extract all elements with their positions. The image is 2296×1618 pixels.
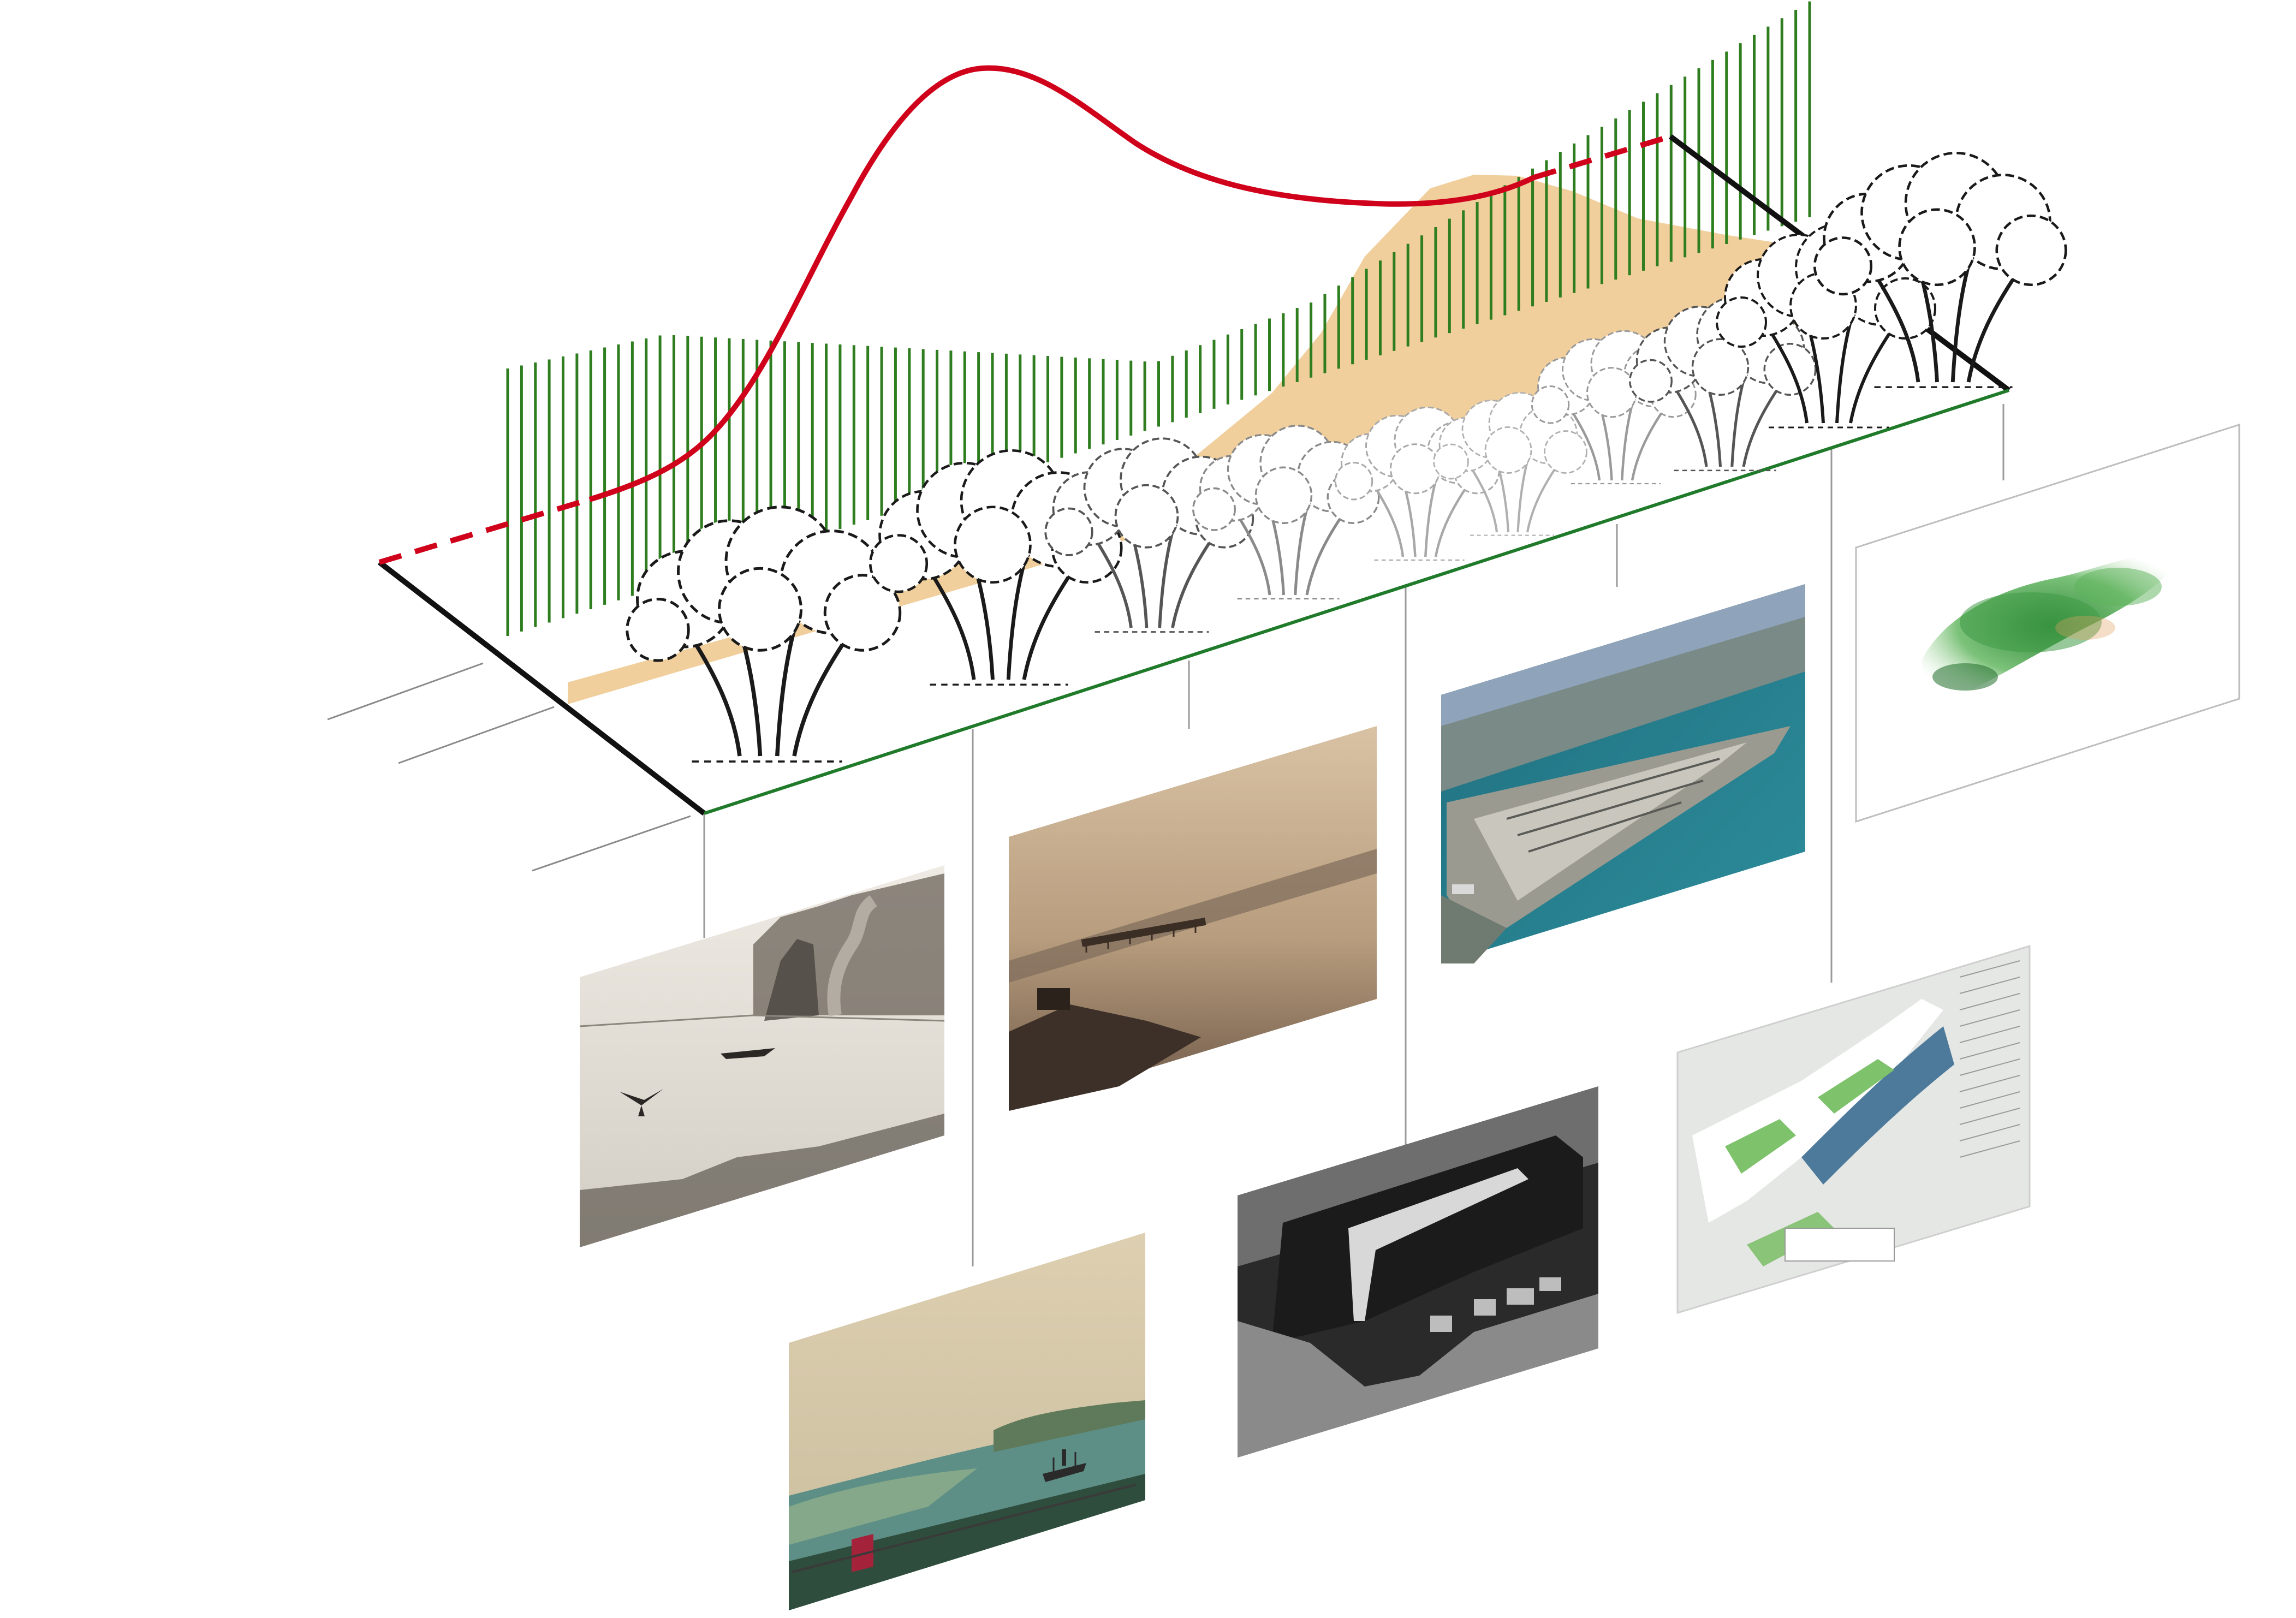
panel-sepia-wharf xyxy=(1009,726,1377,1111)
platform-front-edge xyxy=(377,560,706,816)
leader-lines xyxy=(703,404,2004,1266)
tree-sketch-icon xyxy=(1433,392,1587,536)
panel-masterplan xyxy=(1676,944,2031,1314)
panel-engraving-cliff xyxy=(579,865,945,1247)
tree-sketch-icon xyxy=(626,505,902,763)
red-curve-solid xyxy=(588,65,1536,502)
platform-baseline xyxy=(704,389,2009,815)
panel-aerial-port xyxy=(1441,584,1805,963)
ground-lines xyxy=(327,662,691,872)
green-bar-series xyxy=(506,1,1811,636)
red-curve-dashed-right xyxy=(1533,134,1672,180)
tree-sketch-icon xyxy=(1813,151,2067,388)
panel-painting-harbour xyxy=(789,1233,1145,1610)
tree-row xyxy=(626,151,2067,763)
panel-watercolor xyxy=(1855,423,2240,823)
red-curve xyxy=(378,65,1672,565)
bird-icon xyxy=(620,1089,663,1116)
steamship-icon xyxy=(1043,1449,1086,1482)
red-curve-dashed-left xyxy=(378,497,591,565)
panel-bw-aerial xyxy=(1238,1086,1598,1458)
